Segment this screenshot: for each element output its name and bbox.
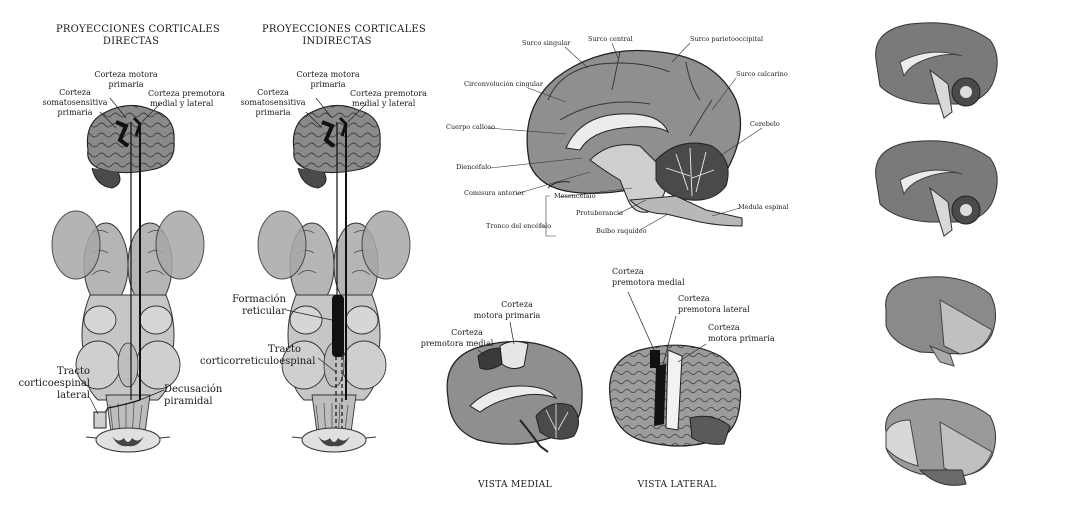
spinal-cord-b bbox=[291, 427, 377, 453]
label-bulbo-raquideo: Bulbo raquídeo bbox=[596, 227, 647, 235]
panel-a-tract-label-1: Tracto bbox=[56, 366, 90, 377]
brain-series-4 bbox=[885, 398, 996, 486]
panel-direct-projections bbox=[51, 97, 205, 453]
motor-area-medial bbox=[499, 340, 529, 370]
label-surco-parietooccipital: Surco parietooccipital bbox=[690, 35, 764, 43]
brain-series-1 bbox=[875, 22, 998, 119]
panel-e-medial-label-2: premotora medial bbox=[612, 278, 685, 287]
panel-e-motor-label-2: motora primaria bbox=[708, 334, 775, 343]
panel-b-somato-label-3: primaria bbox=[255, 108, 291, 117]
label-circonvolucion-cingular: Circonvolución cingular bbox=[464, 80, 543, 88]
label-surco-calcarino: Surco calcarino bbox=[736, 70, 788, 78]
brainstem-b bbox=[257, 210, 411, 441]
panel-indirect-projections bbox=[257, 97, 411, 453]
lateral-tract-box bbox=[93, 411, 107, 429]
label-medula-espinal: Médula espinal bbox=[738, 203, 789, 211]
panel-e-lateral-label-1: Corteza bbox=[678, 294, 710, 303]
panel-b-title-line2: INDIRECTAS bbox=[302, 36, 372, 47]
panel-b-retic-label-2: reticular bbox=[242, 306, 286, 317]
label-protuberancia: Protuberancia bbox=[576, 209, 623, 217]
brain-series-2 bbox=[875, 140, 998, 237]
panel-a-premotor-label-1: Corteza premotora bbox=[148, 89, 225, 98]
spinal-cord-a bbox=[85, 427, 171, 453]
premotor-area-medial bbox=[477, 347, 503, 370]
panel-b-motor-label-2: primaria bbox=[310, 80, 346, 89]
panel-a-decus-label-2: piramidal bbox=[164, 396, 213, 407]
label-comisura-anterior: Comisura anterior bbox=[464, 189, 525, 197]
panel-a-decus-label-1: Decusación bbox=[164, 384, 223, 395]
panel-e-medial-label-1: Corteza bbox=[612, 267, 644, 276]
motor-strip-lateral bbox=[665, 349, 683, 431]
panel-b-motor-label-1: Corteza motora bbox=[296, 70, 360, 79]
label-tronco-encefalo: Tronco del encéfalo bbox=[486, 222, 552, 230]
panel-b-tract-label-1: Tracto bbox=[268, 344, 302, 355]
label-mesencefalo: Mesencéfalo bbox=[554, 192, 596, 200]
label-surco-singular: Surco singular bbox=[522, 39, 571, 47]
label-cerebelo: Cerebelo bbox=[750, 120, 780, 128]
brain-series-3 bbox=[885, 276, 996, 367]
panel-medial-anatomy bbox=[487, 42, 763, 237]
premotor-lateral-strip bbox=[654, 364, 666, 426]
panel-a-title-line1: PROYECCIONES CORTICALES bbox=[56, 24, 220, 35]
brainstem-a bbox=[51, 210, 205, 441]
vista-lateral-caption: VISTA LATERAL bbox=[637, 480, 717, 490]
panel-d-premotor-label-2: premotora medial bbox=[420, 339, 494, 348]
panel-a-somato-label-2: somatosensitiva bbox=[42, 98, 108, 107]
panel-e-lateral-label-2: premotora lateral bbox=[678, 305, 750, 314]
panel-a-tract-label-2: corticoespinal bbox=[18, 378, 91, 389]
brainstem-medial bbox=[628, 195, 743, 227]
panel-a-premotor-label-2: medial y lateral bbox=[150, 99, 214, 108]
panel-b-premotor-label-2: medial y lateral bbox=[352, 99, 416, 108]
panel-b-title-line1: PROYECCIONES CORTICALES bbox=[262, 24, 426, 35]
panel-vista-medial bbox=[446, 321, 583, 453]
panel-a-motor-label-1: Corteza motora bbox=[94, 70, 158, 79]
label-diencefalo: Diencéfalo bbox=[456, 163, 492, 171]
panel-b-somato-label-1: Corteza bbox=[257, 88, 289, 97]
panel-a-title-line2: DIRECTAS bbox=[102, 36, 160, 47]
panel-a-tract-label-3: lateral bbox=[56, 390, 90, 401]
panel-d-premotor-label-1: Corteza bbox=[451, 328, 483, 337]
panel-brain-series bbox=[875, 22, 998, 486]
premotor-medial-strip bbox=[650, 350, 660, 368]
label-surco-central: Surco central bbox=[588, 35, 633, 43]
panel-b-somato-label-2: somatosensitiva bbox=[240, 98, 306, 107]
reticular-formation bbox=[332, 295, 344, 357]
panel-e-motor-label-1: Corteza bbox=[708, 323, 740, 332]
vista-medial-caption: VISTA MEDIAL bbox=[478, 480, 552, 490]
panel-b-tract-label-2: corticorreticuloespinal bbox=[200, 356, 316, 367]
panel-a-somato-label-1: Corteza bbox=[59, 88, 91, 97]
cerebellum bbox=[655, 142, 729, 201]
panel-a-somato-label-3: primaria bbox=[57, 108, 93, 117]
panel-a-motor-label-2: primaria bbox=[108, 80, 144, 89]
label-cuerpo-calloso: Cuerpo calloso bbox=[446, 123, 496, 131]
corpus-callosum bbox=[565, 113, 670, 151]
panel-b-premotor-label-1: Corteza premotora bbox=[350, 89, 427, 98]
panel-d-motor-label-1: Corteza bbox=[501, 300, 533, 309]
panel-d-motor-label-2: motora primaria bbox=[473, 311, 541, 320]
panel-b-retic-label-1: Formación bbox=[232, 294, 286, 305]
panel-vista-lateral bbox=[608, 291, 742, 447]
